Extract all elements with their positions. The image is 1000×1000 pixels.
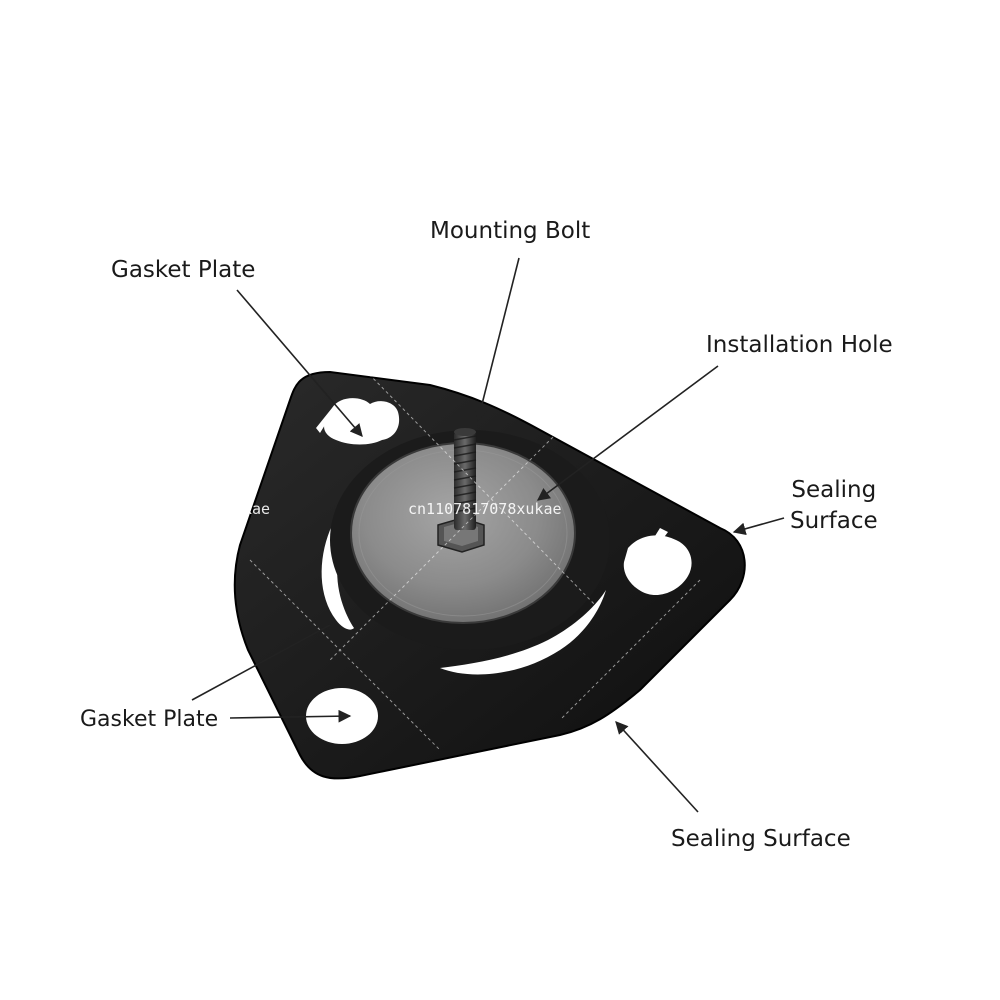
label-installation-hole: Installation Hole [706, 332, 893, 358]
watermark-fragment: kae [243, 500, 270, 518]
top-left-hole [316, 398, 400, 445]
watermark-text: cn1107817078xukae [408, 500, 562, 518]
arrow-mounting-bolt [474, 257, 520, 422]
label-gasket-plate-bottom: Gasket Plate [80, 707, 219, 732]
bottom-crescent [440, 590, 606, 675]
label-sealing-surface-right-line2: Surface [790, 508, 878, 534]
arrow-gasket-plate-top [236, 289, 363, 437]
arrow-gasket-plate-bottom [229, 709, 352, 723]
right-hole [623, 535, 692, 596]
label-gasket-plate-top: Gasket Plate [111, 257, 256, 283]
bolt-shaft [454, 432, 476, 530]
label-sealing-surface-right-line1: Sealing [791, 477, 877, 503]
arrow-installation-hole [536, 365, 719, 501]
left-crescent [321, 512, 354, 630]
label-sealing-surface-bottom: Sealing Surface [671, 826, 851, 852]
label-mounting-bolt: Mounting Bolt [430, 218, 591, 244]
leader-gasket-plate-bottom [191, 624, 331, 701]
arrow-sealing-surface-right [732, 517, 785, 536]
watermark-grid [249, 369, 701, 751]
label-sealing-surface-right: Sealing Surface [790, 475, 878, 537]
arrow-sealing-surface-bottom [615, 721, 699, 813]
